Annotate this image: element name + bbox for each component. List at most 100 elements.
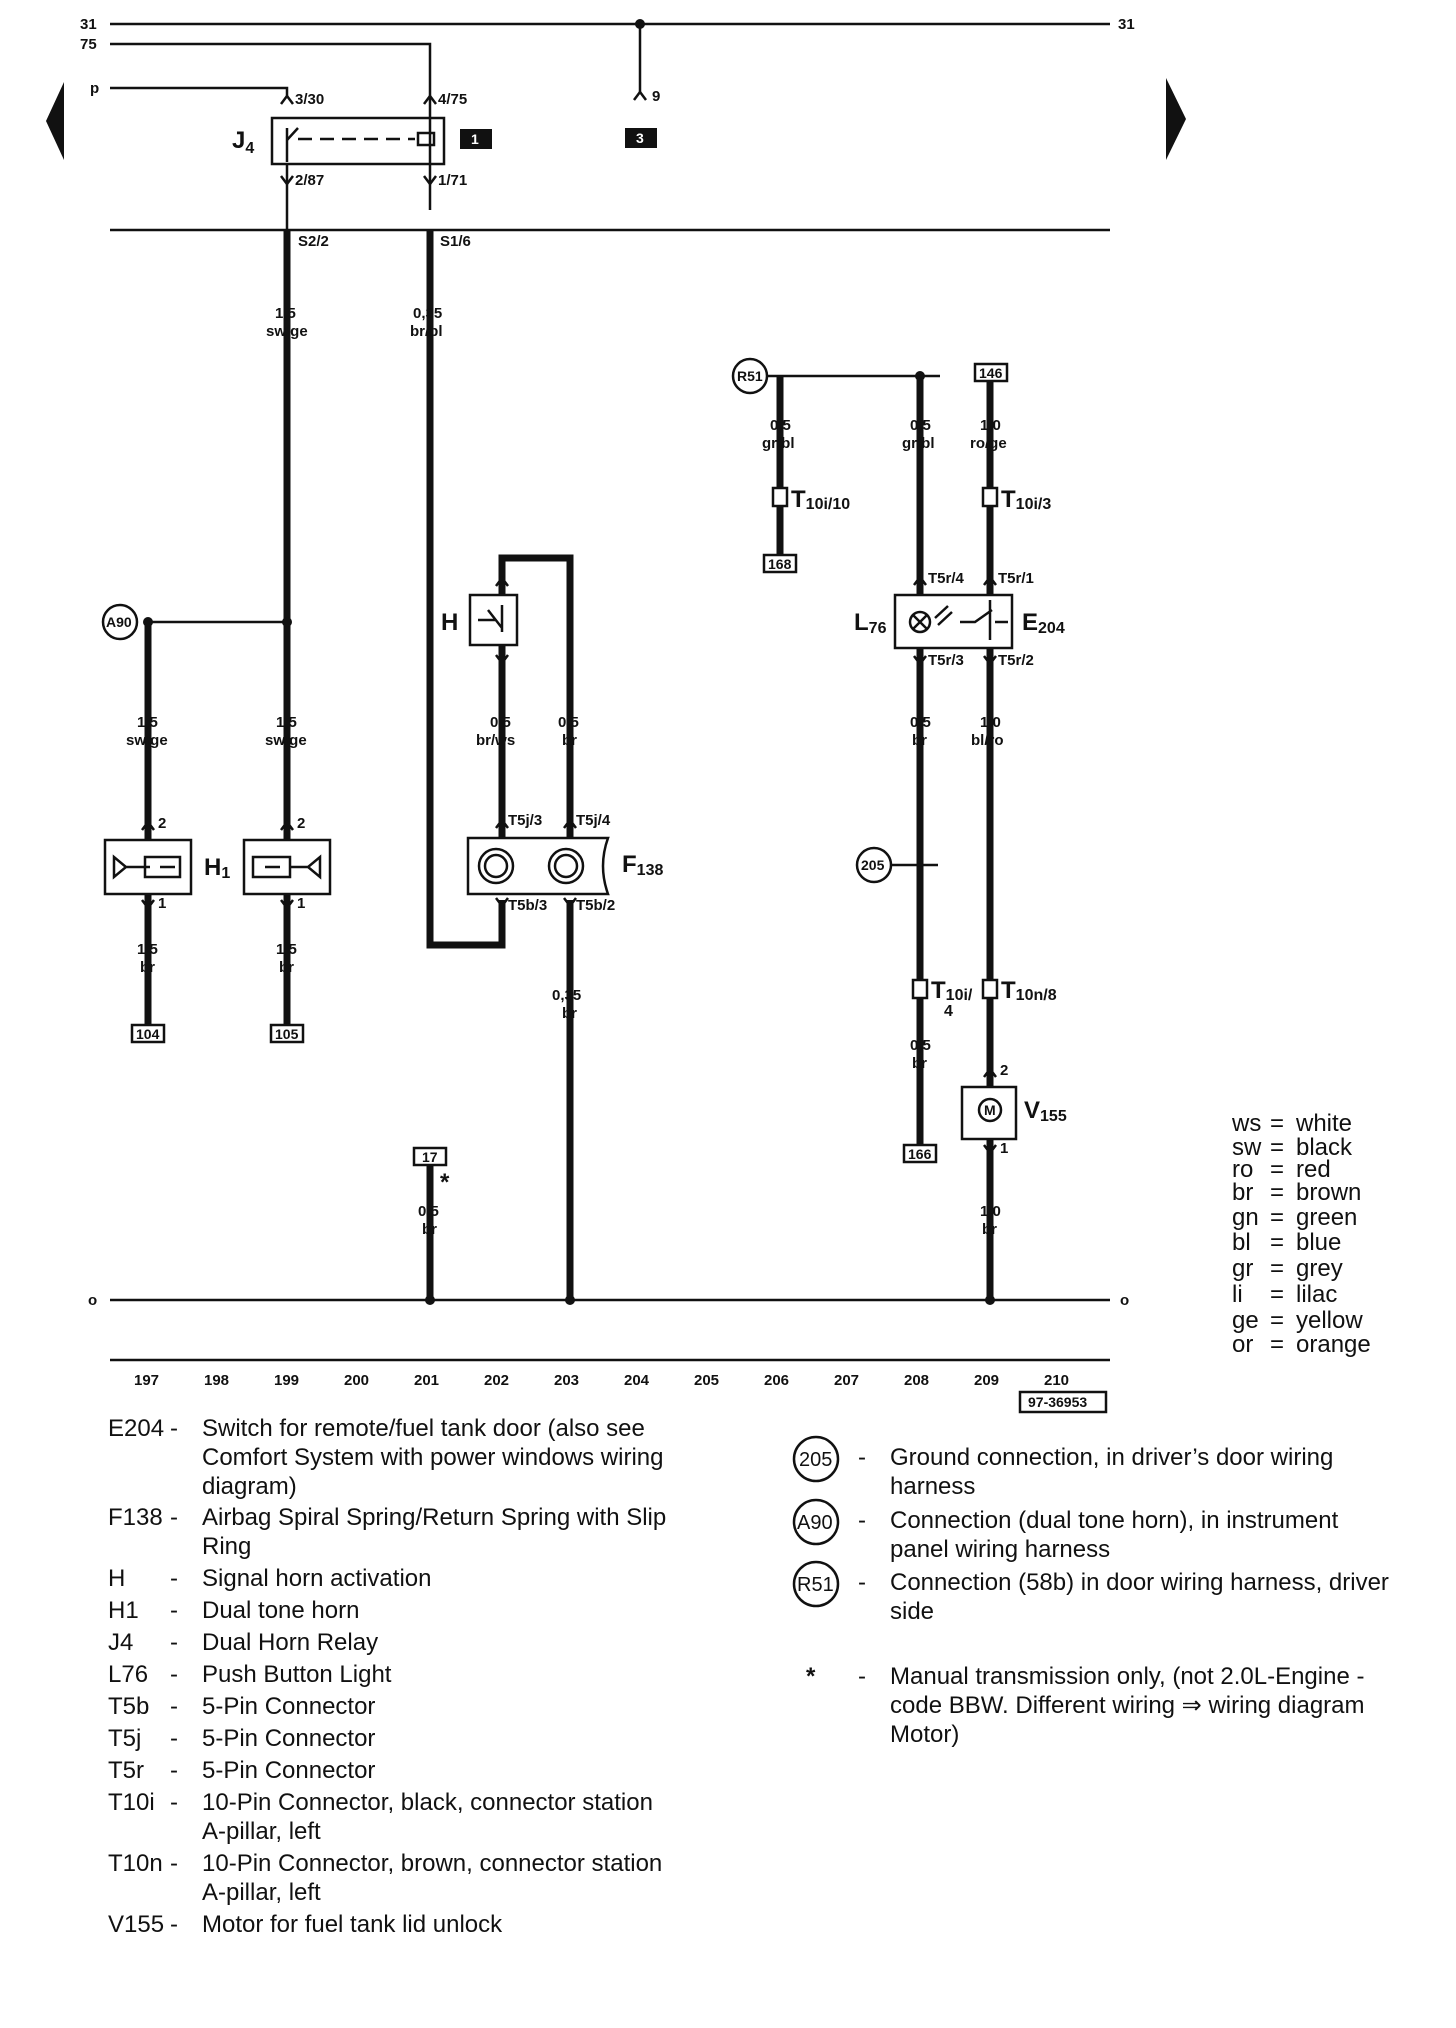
r51-connection-symbol[interactable] (731, 357, 769, 395)
legend-text: 10-Pin Connector, brown, connector stati… (202, 1850, 662, 1877)
svg-text:-: - (170, 1661, 178, 1688)
legend-symbol-r51-icon (792, 1560, 840, 1608)
track-number: 205 (694, 1372, 719, 1389)
legend-text: Ground connection, in driver’s door wiri… (890, 1444, 1333, 1471)
legend-text: Switch for remote/fuel tank door (also s… (202, 1415, 645, 1442)
track-number: 208 (904, 1372, 929, 1389)
pin-t5j4-label: T5j/4 (576, 812, 611, 829)
wire-label-5: 1,0ro/ge (970, 417, 1007, 452)
horn-h1-left-pin1-arrow-icon (141, 899, 155, 911)
svg-text:0,5: 0,5 (418, 1203, 439, 1220)
color-legend-name: grey (1296, 1255, 1343, 1282)
previous-page-arrow-icon[interactable] (46, 82, 64, 160)
pin-t5b2-label: T5b/2 (576, 897, 615, 914)
svg-text:-: - (858, 1663, 866, 1690)
ref-box-104[interactable] (130, 1023, 166, 1044)
track-number: 202 (484, 1372, 509, 1389)
pin-1-71-arrow-icon (423, 175, 437, 187)
ref-box-168-text: 168 (768, 556, 792, 572)
ref-box-104-text: 104 (136, 1026, 160, 1042)
track-number: 200 (344, 1372, 369, 1389)
t5b2-arrow-icon (563, 897, 577, 909)
rail-31-right-label: 31 (1118, 16, 1135, 33)
legend-code: T10i (108, 1789, 155, 1816)
signal-horn-top-arrow-icon (495, 575, 509, 587)
legend-symbol-a90-icon (792, 1498, 840, 1546)
track-number: 201 (414, 1372, 439, 1389)
svg-text:br/bl: br/bl (410, 323, 443, 340)
a90-connection-label: A90 (106, 614, 132, 630)
legend-code: L76 (108, 1661, 148, 1688)
color-legend-code: li (1232, 1281, 1243, 1308)
legend-text: Motor for fuel tank lid unlock (202, 1911, 503, 1938)
svg-text:A90: A90 (797, 1512, 833, 1534)
ref-box-168[interactable] (762, 553, 798, 574)
t5r4-arrow-icon (913, 574, 927, 586)
wire-label-7: 1,5sw/ge (265, 714, 307, 749)
diagram-id-box (1018, 1390, 1108, 1414)
color-legend-code: sw (1232, 1134, 1262, 1161)
svg-text:1,0: 1,0 (980, 714, 1001, 731)
svg-text:sw/ge: sw/ge (265, 732, 307, 749)
ref-box-166[interactable] (902, 1143, 938, 1164)
legend-text: Airbag Spiral Spring/Return Spring with … (202, 1504, 666, 1531)
next-page-arrow-icon[interactable] (1166, 78, 1186, 160)
v155-pin1-label: 1 (1000, 1140, 1008, 1157)
svg-text:br: br (562, 732, 577, 749)
color-legend-name: lilac (1296, 1281, 1337, 1308)
svg-text:=: = (1270, 1331, 1284, 1358)
t5j3-arrow-icon (495, 817, 509, 829)
horn-h1-right-pin2-label: 2 (297, 815, 305, 832)
signal-horn-switch-icon (478, 605, 504, 632)
track-number: 209 (974, 1372, 999, 1389)
legend-text: diagram) (202, 1473, 297, 1500)
relay-j4-box (270, 116, 446, 166)
wire-label-6: 1,5sw/ge (126, 714, 168, 749)
svg-text:gr/bl: gr/bl (762, 435, 795, 452)
color-legend-name: yellow (1296, 1307, 1363, 1334)
p-input-line (110, 86, 289, 98)
ref-box-146[interactable] (973, 362, 1009, 383)
diagram-id-label: 97-36953 (1028, 1394, 1087, 1410)
ground-bus-right-label: o (1120, 1292, 1129, 1309)
ref-box-17-text: 17 (422, 1149, 438, 1165)
horn-h1-right-pin2-arrow-icon (280, 819, 294, 831)
legend-text: Comfort System with power windows wiring (202, 1444, 663, 1471)
pin-9-arrow-icon (633, 89, 647, 101)
ref-box-105[interactable] (269, 1023, 305, 1044)
svg-text:gr/bl: gr/bl (902, 435, 935, 452)
connector-t10i4-label-line2: 4 (944, 1003, 953, 1020)
connection-legend: 205 - Ground connection, in driver’s doo… (792, 1435, 1389, 1748)
pin-3-30-arrow-icon (280, 93, 294, 105)
ref-box-17[interactable] (412, 1146, 448, 1167)
pin-t5j3-label: T5j/3 (508, 812, 542, 829)
color-legend-code: bl (1232, 1229, 1251, 1256)
ref-badge-3[interactable] (625, 128, 657, 148)
legend-text: Connection (dual tone horn), in instrume… (890, 1507, 1339, 1534)
asterisk-note-mark: * (440, 1169, 450, 1196)
connector-t10n8-symbol (981, 978, 999, 1000)
legend-text: code BBW. Different wiring ⇒ wiring diag… (890, 1692, 1365, 1719)
svg-text:R51: R51 (797, 1574, 834, 1596)
relay-j4-switch-blade (286, 127, 299, 141)
legend-text: Manual transmission only, (not 2.0L-Engi… (890, 1663, 1364, 1690)
svg-text:0,5: 0,5 (770, 417, 791, 434)
color-legend-code: or (1232, 1331, 1253, 1358)
pin-1-71-label: 1/71 (438, 172, 467, 189)
component-f138-label: F138 (622, 851, 663, 879)
svg-text:1,0: 1,0 (980, 1203, 1001, 1220)
legend-code: T10n (108, 1850, 163, 1877)
component-h1-label: H1 (204, 854, 230, 882)
svg-text:br: br (422, 1221, 437, 1238)
legend-text: Connection (58b) in door wiring harness,… (890, 1569, 1389, 1596)
svg-text:br: br (982, 1221, 997, 1238)
svg-text:-: - (170, 1504, 178, 1531)
svg-text:-: - (858, 1507, 866, 1534)
relay-badge-1[interactable] (460, 129, 492, 149)
legend-text: Ring (202, 1533, 251, 1560)
motor-icon-letter: M (984, 1102, 996, 1118)
a90-connection-symbol[interactable] (101, 603, 139, 641)
e204-switch-icon (960, 600, 1008, 640)
t5b3-arrow-icon (495, 897, 509, 909)
